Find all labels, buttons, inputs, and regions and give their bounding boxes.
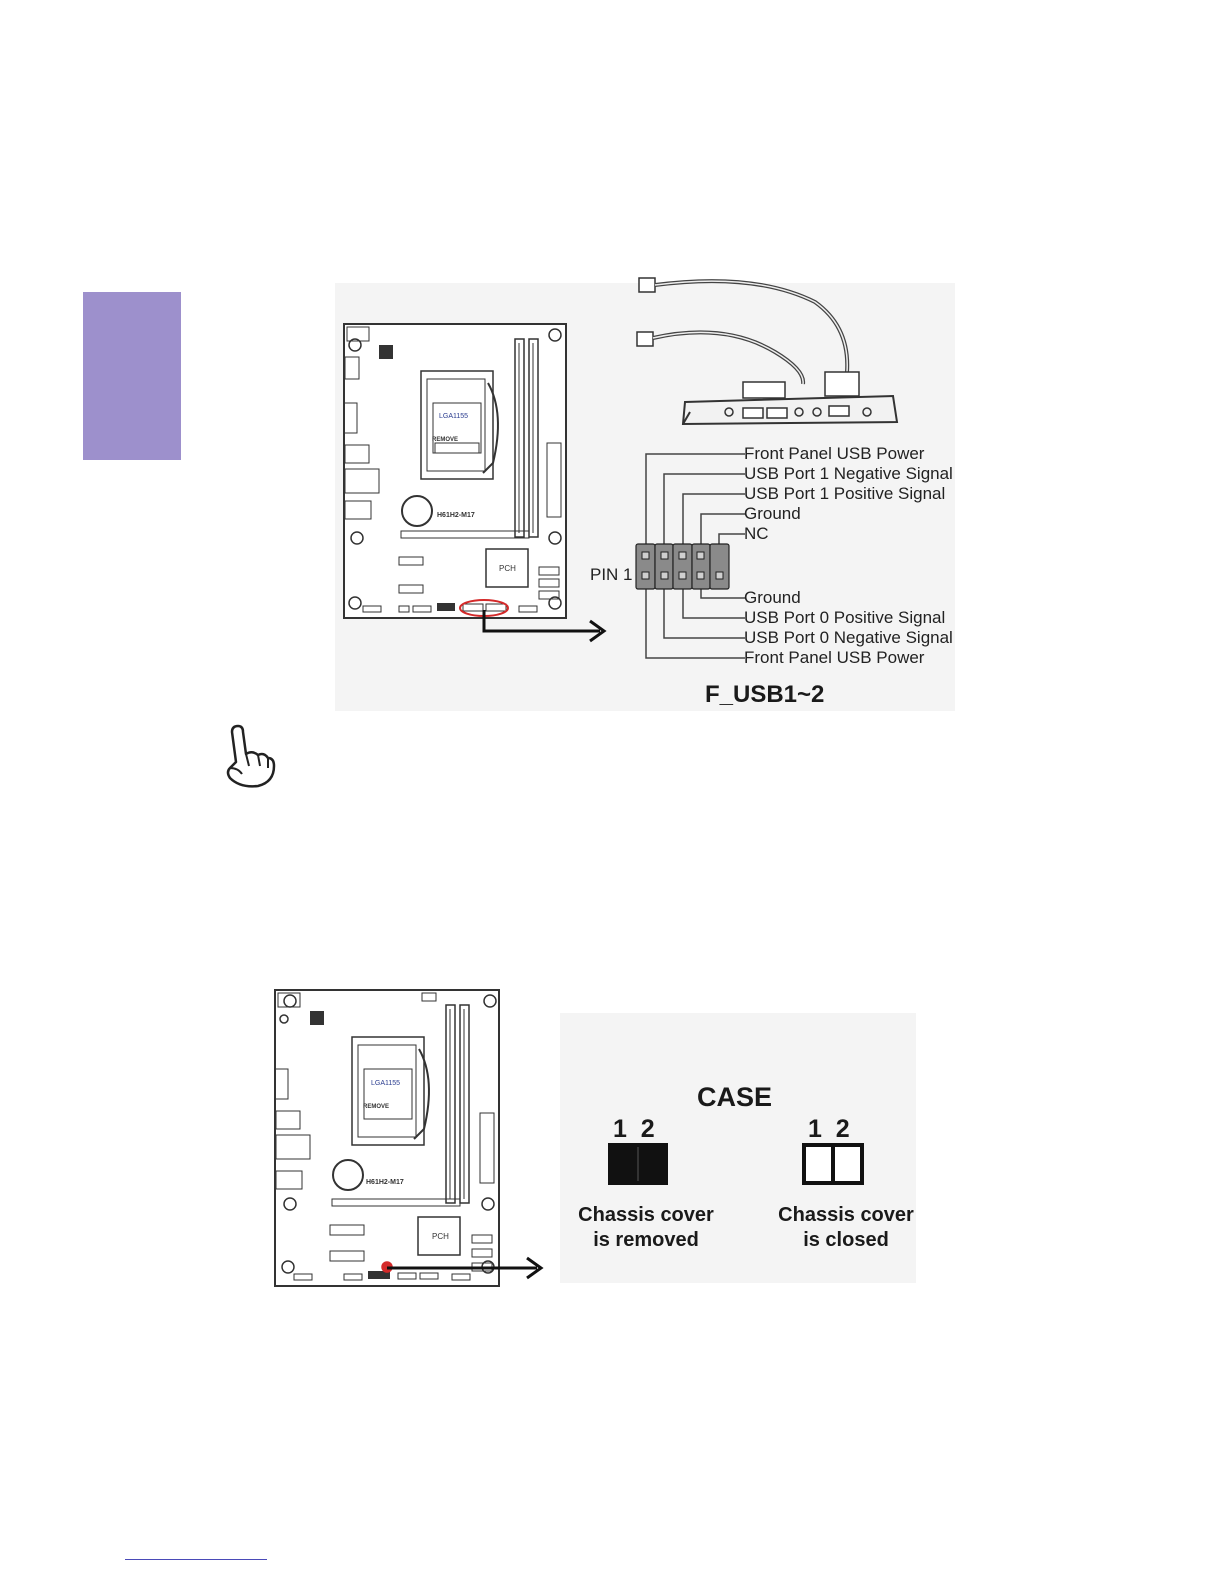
closed-caption-line1: Chassis cover bbox=[778, 1204, 914, 1226]
motherboard-diagram-case: LGA1155 REMOVE H61H2-M17 PCH bbox=[273, 989, 500, 1287]
removed-pin-numbers: 1 2 bbox=[613, 1115, 655, 1143]
pin-label-bottom-2: USB Port 0 Positive Signal bbox=[744, 608, 946, 627]
pin-label-bottom-4: Front Panel USB Power bbox=[744, 648, 925, 667]
case-figure-title: CASE bbox=[697, 1082, 773, 1112]
pin-label-top-4: Ground bbox=[744, 504, 801, 523]
usb-figure-title: F_USB1~2 bbox=[705, 681, 825, 708]
usb-pointer-arrow bbox=[482, 608, 612, 644]
pin-label-top-3: USB Port 1 Positive Signal bbox=[744, 484, 946, 503]
removed-caption: Chassis cover is removed bbox=[566, 1203, 726, 1253]
usb-header-pinout bbox=[633, 444, 748, 666]
socket-label: LGA1155 bbox=[439, 413, 469, 420]
pin-label-top-5: NC bbox=[744, 524, 769, 543]
pin-label-bottom-3: USB Port 0 Negative Signal bbox=[744, 628, 953, 647]
chapter-side-tab bbox=[83, 292, 181, 460]
jumper-open-icon bbox=[802, 1143, 864, 1185]
pin-label-bottom-1: Ground bbox=[744, 588, 801, 607]
case-pointer-arrow bbox=[385, 1255, 545, 1281]
remove-label: REMOVE bbox=[432, 437, 459, 443]
pin-label-top-1: Front Panel USB Power bbox=[744, 444, 925, 463]
usb-bracket-illustration bbox=[635, 272, 900, 444]
pch-label: PCH bbox=[499, 564, 516, 573]
jumper-shorted-icon bbox=[608, 1143, 668, 1185]
case-remove-label: REMOVE bbox=[363, 1104, 390, 1110]
note-pointing-hand-icon bbox=[222, 722, 278, 790]
removed-caption-line2: is removed bbox=[593, 1229, 699, 1251]
model-label: H61H2-M17 bbox=[437, 512, 475, 519]
motherboard-diagram-usb: LGA1155 REMOVE H61H2-M17 PCH bbox=[342, 323, 567, 619]
case-pch-label: PCH bbox=[432, 1232, 449, 1241]
pin1-label: PIN 1 bbox=[590, 565, 633, 584]
closed-caption-line2: is closed bbox=[803, 1229, 889, 1251]
case-model-label: H61H2-M17 bbox=[366, 1179, 404, 1186]
footer-rule bbox=[125, 1559, 267, 1560]
removed-caption-line1: Chassis cover bbox=[578, 1204, 714, 1226]
case-socket-label: LGA1155 bbox=[371, 1080, 401, 1087]
closed-caption: Chassis cover is closed bbox=[766, 1203, 926, 1253]
pin-label-top-2: USB Port 1 Negative Signal bbox=[744, 464, 953, 483]
motherboard-drawing bbox=[342, 323, 567, 619]
closed-pin-numbers: 1 2 bbox=[808, 1115, 850, 1143]
